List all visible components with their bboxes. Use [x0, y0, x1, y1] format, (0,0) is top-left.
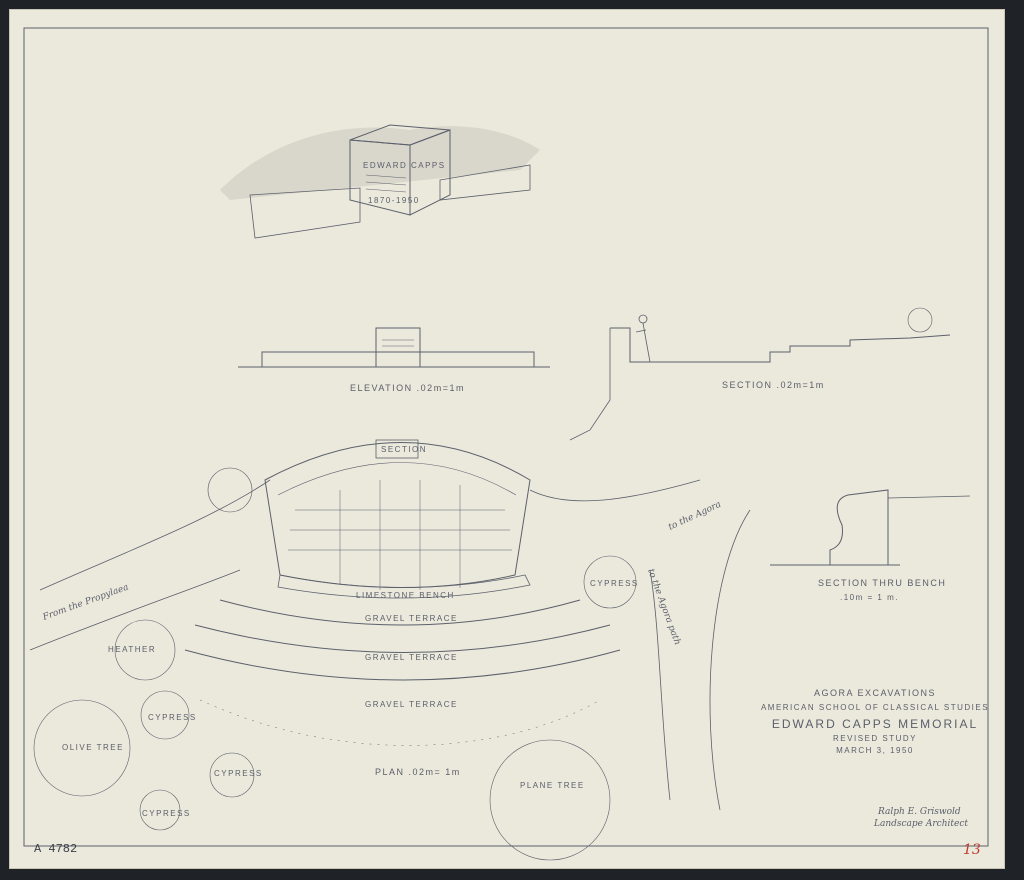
drawing-sheet: EDWARD CAPPS 1870-1950 ELEVATION .02m=1m… [10, 10, 1004, 868]
elevation-view: ELEVATION .02m=1m [238, 327, 550, 393]
section-view: SECTION .02m=1m [569, 307, 951, 441]
tablet-dates: 1870-1950 [368, 196, 420, 205]
perspective-sketch: EDWARD CAPPS 1870-1950 [220, 124, 540, 239]
title-line-5: MARCH 3, 1950 [836, 746, 914, 755]
signature-name: Ralph E. Griswold [877, 807, 961, 817]
title-line-3: EDWARD CAPPS MEMORIAL [772, 717, 978, 731]
olive-tree-label: OLIVE TREE [62, 743, 124, 752]
section-marker: SECTION [381, 445, 427, 454]
signature-title: Landscape Architect [873, 819, 968, 829]
plane-tree-label: PLANE TREE [520, 781, 585, 790]
archive-number: A 4782 [34, 842, 78, 856]
plan-view: SECTION LIMESTONE BENCH GRAVEL TERRACE G… [29, 439, 751, 861]
elevation-label: ELEVATION .02m=1m [350, 383, 465, 393]
gravel-terrace-3: GRAVEL TERRACE [365, 700, 458, 709]
bench-section-label: SECTION THRU BENCH [818, 578, 946, 588]
olive-tree-symbol [33, 699, 131, 797]
sheet-number: 13 [963, 842, 981, 858]
cypress-label-1: CYPRESS [148, 713, 197, 722]
plane-tree-symbol [489, 739, 611, 861]
section-thru-bench: SECTION THRU BENCH .10m = 1 m. [770, 489, 971, 602]
gravel-terrace-2: GRAVEL TERRACE [365, 653, 458, 662]
title-line-2: AMERICAN SCHOOL OF CLASSICAL STUDIES [761, 703, 989, 712]
title-block: AGORA EXCAVATIONS AMERICAN SCHOOL OF CLA… [761, 688, 989, 829]
to-agora-label: to the Agora [667, 500, 723, 533]
heather-label: HEATHER [108, 645, 156, 654]
plan-scale-label: PLAN .02m= 1m [375, 767, 461, 777]
title-line-4: REVISED STUDY [833, 734, 917, 743]
drawing-frame [23, 27, 989, 847]
tablet-name: EDWARD CAPPS [363, 161, 446, 170]
limestone-bench-label: LIMESTONE BENCH [356, 591, 455, 600]
to-path-label: to the Agora path [645, 568, 682, 647]
cypress-label-4: CYPRESS [590, 579, 639, 588]
section-label: SECTION .02m=1m [722, 380, 825, 390]
cypress-label-3: CYPRESS [142, 809, 191, 818]
architectural-drawing: EDWARD CAPPS 1870-1950 ELEVATION .02m=1m… [23, 27, 989, 861]
bench-section-scale: .10m = 1 m. [840, 593, 899, 602]
cypress-label-2: CYPRESS [214, 769, 263, 778]
from-path-label: From the Propylaea [41, 582, 130, 623]
gravel-terrace-1: GRAVEL TERRACE [365, 614, 458, 623]
title-line-1: AGORA EXCAVATIONS [814, 688, 936, 698]
